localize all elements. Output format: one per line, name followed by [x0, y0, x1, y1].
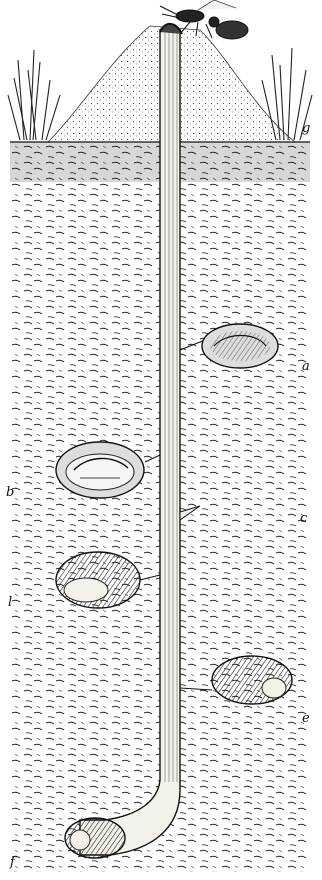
label-g: g: [302, 122, 310, 135]
label-f: f: [10, 856, 15, 869]
grass-left: [8, 50, 60, 140]
label-a: a: [302, 360, 310, 373]
label-c: c: [300, 512, 307, 525]
brood-cell-f: [65, 818, 125, 858]
label-l: l: [8, 596, 12, 609]
shaft-texture: [162, 32, 178, 782]
label-b: b: [6, 486, 14, 499]
label-e: e: [302, 712, 310, 725]
